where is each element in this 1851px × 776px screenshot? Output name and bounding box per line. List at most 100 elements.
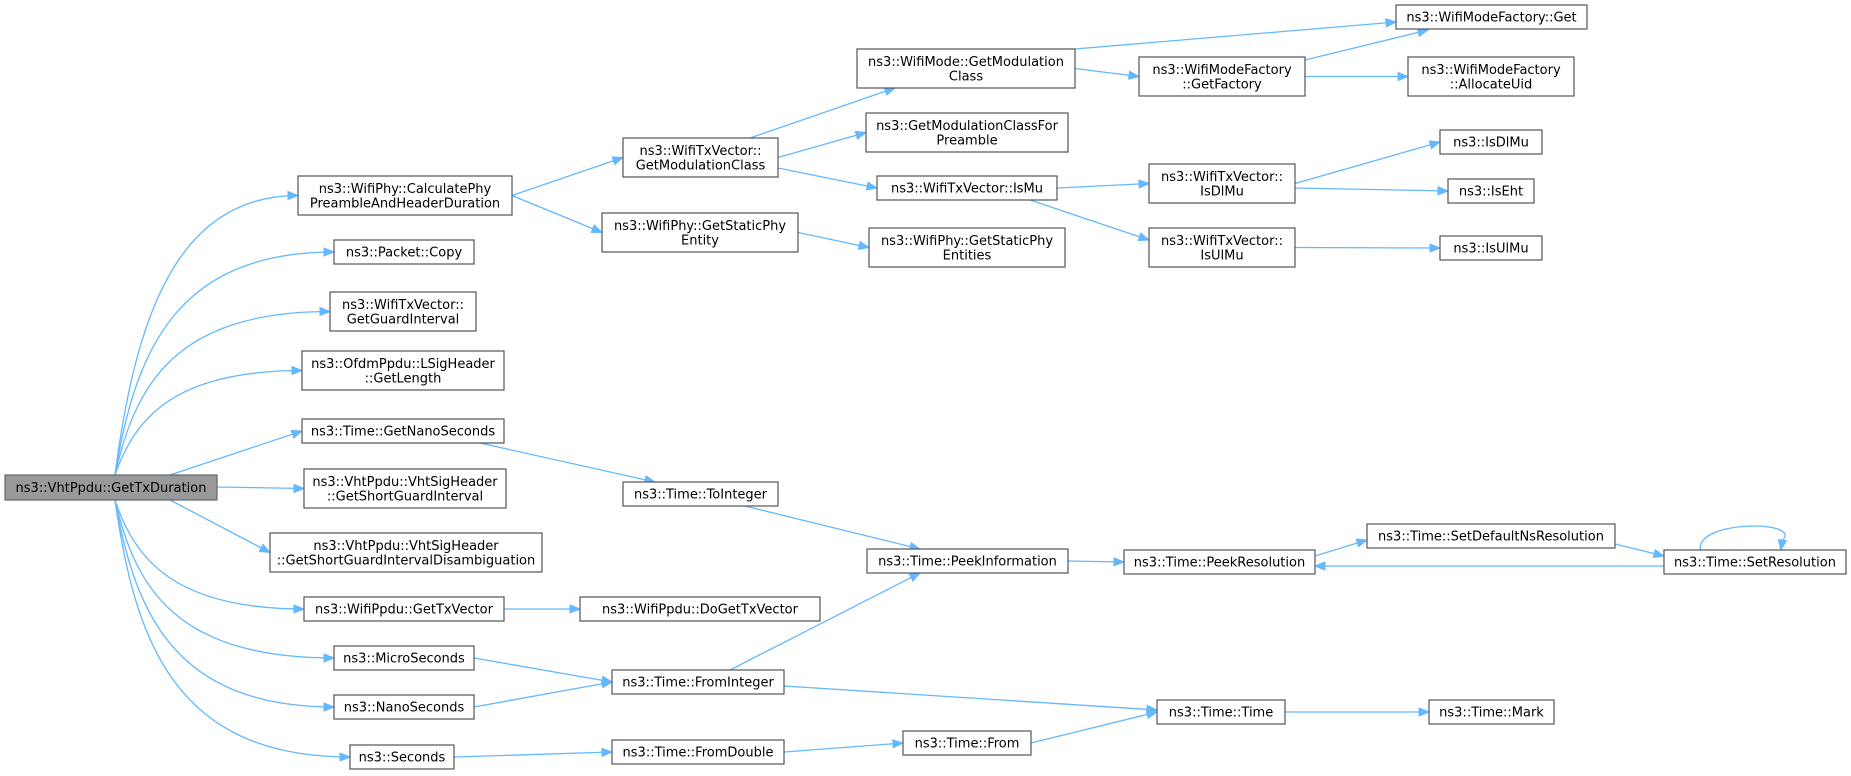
- edge-root-to-short-gidis: [169, 499, 272, 554]
- node-root[interactable]: ns3::VhtPpdu::GetTxDuration: [4, 474, 218, 501]
- node-label: IsUlMu: [1200, 248, 1243, 263]
- node-short-gidis[interactable]: ns3::VhtPpdu::VhtSigHeader::GetShortGuar…: [269, 532, 543, 573]
- node-label: ::GetLength: [365, 371, 442, 386]
- edge-set-def-ns-to-set-res: [1614, 543, 1666, 559]
- node-mode-mod-class[interactable]: ns3::WifiMode::GetModulationClass: [856, 48, 1076, 89]
- node-label: ns3::WifiPhy::GetStaticPhy: [614, 219, 786, 234]
- node-label: ns3::WifiModeFactory: [1421, 63, 1561, 78]
- node-label: ::GetFactory: [1182, 77, 1262, 92]
- edge-arrowhead: [287, 190, 300, 201]
- edge-from-to-time-time: [1030, 709, 1159, 744]
- node-box: [1366, 523, 1616, 549]
- edge-arrowhead: [1418, 707, 1431, 717]
- node-box: [611, 669, 785, 695]
- node-box: [329, 291, 477, 332]
- edge-line: [1074, 21, 1397, 50]
- node-set-def-ns[interactable]: ns3::Time::SetDefaultNsResolution: [1366, 523, 1616, 549]
- edge-line: [114, 251, 335, 476]
- node-from[interactable]: ns3::Time::From: [902, 730, 1032, 756]
- node-micro[interactable]: ns3::MicroSeconds: [333, 645, 475, 671]
- node-box: [856, 48, 1076, 89]
- node-label: ns3::WifiTxVector::IsMu: [891, 182, 1043, 197]
- edge-arrowhead: [293, 483, 306, 494]
- edge-arrowhead: [1113, 557, 1126, 567]
- node-label: ::GetShortGuardInterval: [327, 489, 483, 504]
- node-box: [865, 112, 1069, 153]
- node-get-mod-class[interactable]: ns3::WifiTxVector::GetModulationClass: [622, 137, 779, 178]
- node-tv-is-ul-mu[interactable]: ns3::WifiTxVector::IsUlMu: [1148, 227, 1296, 268]
- node-is-mu[interactable]: ns3::WifiTxVector::IsMu: [876, 175, 1058, 201]
- node-ppdu-tx-vec[interactable]: ns3::WifiPpdu::GetTxVector: [303, 596, 505, 622]
- node-nano[interactable]: ns3::NanoSeconds: [333, 694, 475, 720]
- node-label: ns3::WifiPpdu::GetTxVector: [315, 603, 494, 618]
- node-box: [1148, 163, 1296, 204]
- node-box: [622, 481, 779, 507]
- edge-set-res-to-peek-res: [1313, 561, 1664, 571]
- node-from-double[interactable]: ns3::Time::FromDouble: [611, 739, 785, 765]
- node-label: Entity: [681, 233, 719, 248]
- edge-line: [216, 486, 305, 490]
- edge-arrowhead: [1429, 243, 1442, 253]
- node-fact-get[interactable]: ns3::WifiModeFactory::Get: [1395, 4, 1588, 30]
- node-box: [4, 474, 218, 501]
- node-peek-res[interactable]: ns3::Time::PeekResolution: [1123, 549, 1316, 575]
- node-get-gi[interactable]: ns3::WifiTxVector::GetGuardInterval: [329, 291, 477, 332]
- node-box: [301, 418, 505, 444]
- edge-arrowhead: [611, 156, 625, 166]
- edge-arrowhead: [1397, 71, 1410, 82]
- edge-arrowhead: [857, 240, 871, 250]
- edge-is-mu-to-tv-is-dl-mu: [1056, 179, 1151, 189]
- node-label: ns3::WifiModeFactory: [1152, 63, 1292, 78]
- node-peek-info[interactable]: ns3::Time::PeekInformation: [866, 548, 1069, 574]
- edge-line: [114, 499, 335, 708]
- node-box: [349, 744, 455, 770]
- node-box: [333, 694, 475, 720]
- edge-line: [114, 369, 303, 476]
- edge-static-phy-ent-to-static-phy-ents: [797, 231, 871, 250]
- node-short-gi[interactable]: ns3::VhtPpdu::VhtSigHeader::GetShortGuar…: [303, 468, 507, 509]
- node-label: ns3::Seconds: [359, 751, 446, 766]
- node-label: ns3::IsEht: [1459, 185, 1523, 200]
- node-pkt-copy[interactable]: ns3::Packet::Copy: [333, 239, 475, 265]
- edge-arrowhead: [1428, 140, 1442, 150]
- edge-get-mod-class-to-mod-class-pre: [777, 130, 868, 159]
- edge-calc-phy-to-static-phy-ent: [511, 194, 604, 234]
- node-label: ns3::NanoSeconds: [344, 701, 465, 716]
- node-lsig-len[interactable]: ns3::OfdmPpdu::LSigHeader::GetLength: [301, 350, 505, 391]
- edge-line: [729, 572, 921, 671]
- edge-root-to-ppdu-tx-vec: [114, 499, 306, 614]
- node-label: Entities: [943, 248, 992, 263]
- node-label: ns3::VhtPpdu::VhtSigHeader: [313, 539, 499, 554]
- node-do-get-tx-vec[interactable]: ns3::WifiPpdu::DoGetTxVector: [579, 596, 821, 622]
- node-get-factory[interactable]: ns3::WifiModeFactory::GetFactory: [1138, 56, 1306, 97]
- edge-line: [777, 131, 867, 159]
- edge-arrowhead: [1138, 179, 1151, 189]
- node-label: ns3::VhtPpdu::GetTxDuration: [16, 481, 207, 496]
- edge-line: [744, 505, 921, 550]
- node-box: [1439, 235, 1543, 261]
- node-alloc-uid[interactable]: ns3::WifiModeFactory::AllocateUid: [1407, 56, 1575, 97]
- node-mark[interactable]: ns3::Time::Mark: [1428, 699, 1555, 725]
- node-box: [1428, 699, 1555, 725]
- node-seconds[interactable]: ns3::Seconds: [349, 744, 455, 770]
- node-box: [333, 239, 475, 265]
- node-box: [1407, 56, 1575, 97]
- node-to-integer[interactable]: ns3::Time::ToInteger: [622, 481, 779, 507]
- node-set-res[interactable]: ns3::Time::SetResolution: [1663, 549, 1847, 575]
- node-is-dl-mu[interactable]: ns3::IsDlMu: [1439, 129, 1543, 155]
- node-from-integer[interactable]: ns3::Time::FromInteger: [611, 669, 785, 695]
- node-get-nano[interactable]: ns3::Time::GetNanoSeconds: [301, 418, 505, 444]
- node-tv-is-dl-mu[interactable]: ns3::WifiTxVector::IsDlMu: [1148, 163, 1296, 204]
- node-box: [876, 175, 1058, 201]
- edge-root-to-get-gi: [114, 306, 332, 476]
- node-calc-phy[interactable]: ns3::WifiPhy::CalculatePhyPreambleAndHea…: [297, 175, 513, 216]
- node-box: [1123, 549, 1316, 575]
- edge-arrowhead: [1437, 186, 1450, 196]
- node-time-time[interactable]: ns3::Time::Time: [1156, 699, 1286, 725]
- node-is-eht[interactable]: ns3::IsEht: [1447, 178, 1535, 204]
- edge-nano-to-from-integer: [473, 679, 614, 708]
- node-is-ul-mu[interactable]: ns3::IsUlMu: [1439, 235, 1543, 261]
